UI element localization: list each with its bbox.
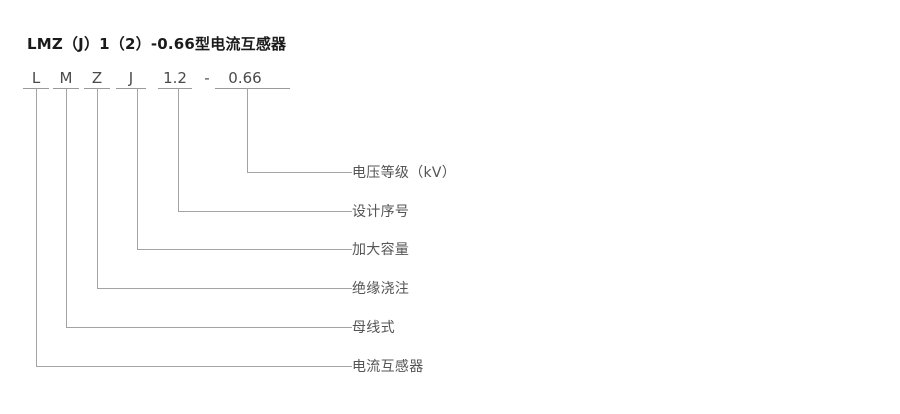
code-segment-l: L	[31, 69, 41, 87]
callout-current-transformer-drop-line	[36, 88, 37, 366]
code-segment-1-2: 1.2	[163, 69, 187, 87]
code-segment-1-2-rule	[158, 88, 192, 89]
page-title: LMZ（J）1（2）-0.66型电流互感器	[27, 35, 287, 53]
callout-increased-capacity-text: 加大容量	[352, 242, 410, 258]
callout-voltage-level-text: 电压等级（kV）	[352, 165, 457, 181]
code-segment-m: M	[59, 69, 73, 87]
callout-increased-capacity-drop-line	[137, 88, 138, 249]
callout-voltage-level-drop-line	[247, 88, 248, 172]
code-segment-dash: -	[204, 69, 210, 87]
code-segment-0-66: 0.66	[228, 69, 262, 87]
callout-voltage-level-run-line	[247, 172, 352, 173]
callout-current-transformer-text: 电流互感器	[352, 359, 424, 375]
code-segment-j: J	[128, 69, 134, 87]
code-segment-z: Z	[91, 69, 103, 87]
callout-insulation-cast-run-line	[97, 288, 352, 289]
callout-insulation-cast-drop-line	[97, 88, 98, 288]
callout-current-transformer-run-line	[36, 366, 352, 367]
callout-increased-capacity-run-line	[137, 249, 352, 250]
callout-busbar-type-run-line	[66, 327, 352, 328]
callout-design-serial-drop-line	[178, 88, 179, 211]
code-segment-j-rule	[116, 88, 146, 89]
callout-insulation-cast-text: 绝缘浇注	[352, 281, 410, 297]
callout-design-serial-run-line	[178, 211, 352, 212]
callout-design-serial-text: 设计序号	[352, 204, 410, 220]
callout-busbar-type-drop-line	[66, 88, 67, 327]
callout-busbar-type-text: 母线式	[352, 320, 395, 336]
code-segment-0-66-rule	[215, 88, 290, 89]
